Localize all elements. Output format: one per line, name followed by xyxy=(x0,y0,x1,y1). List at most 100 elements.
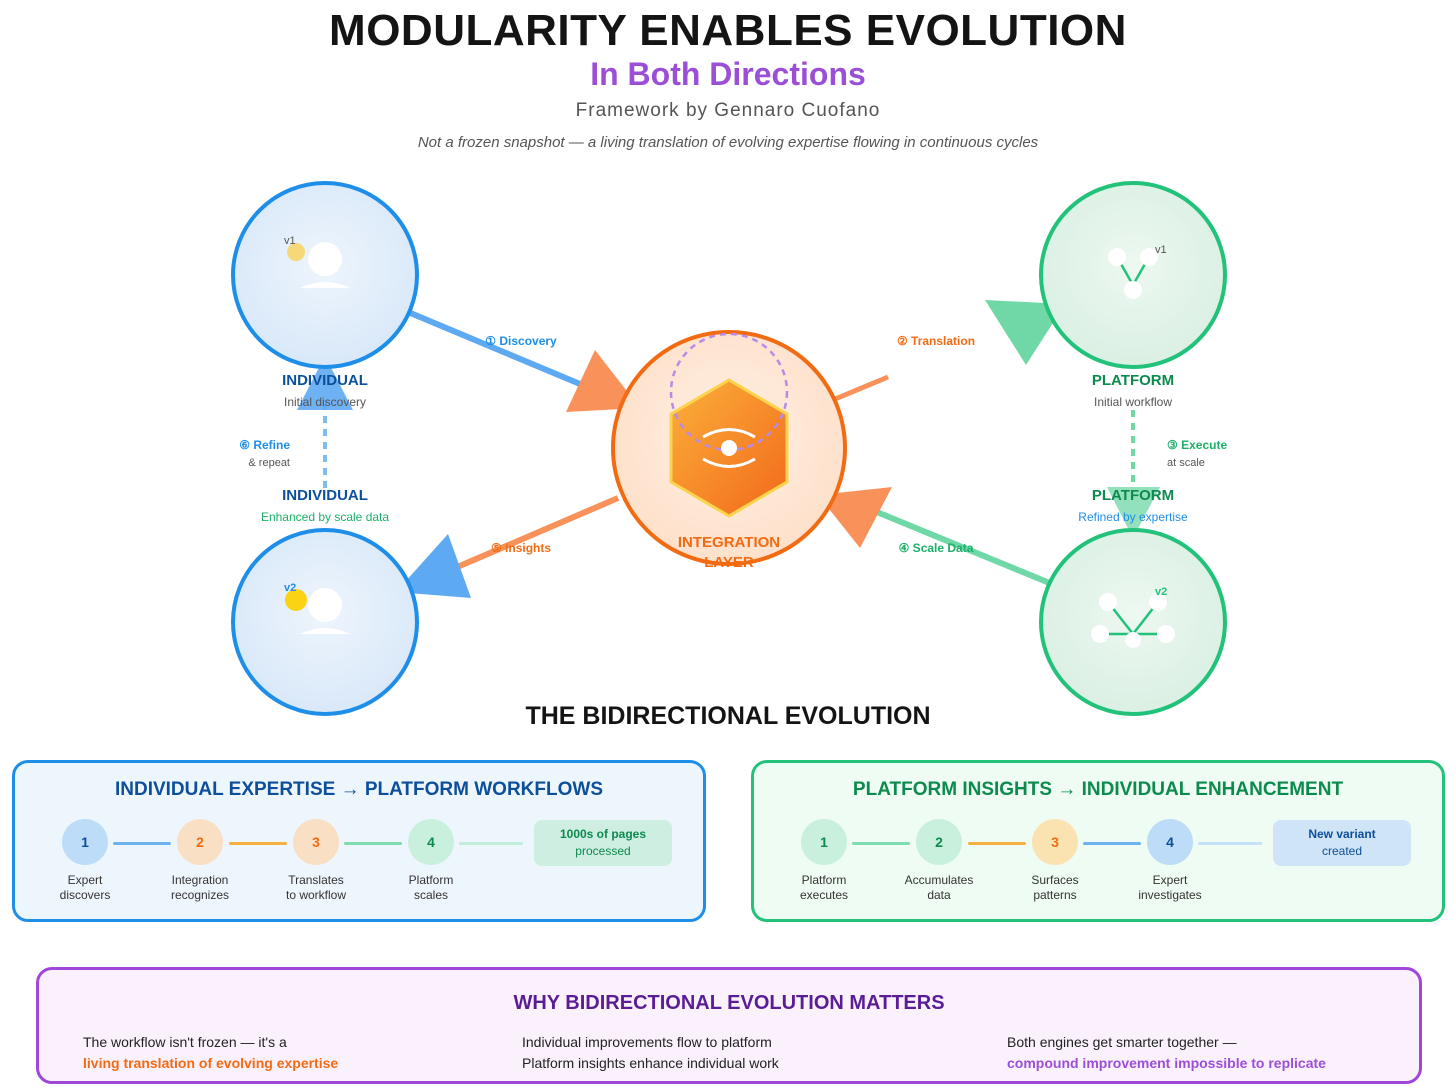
step-label-line2: discovers xyxy=(59,888,111,902)
individual-v1-node: v1 xyxy=(231,181,419,369)
step-number: 2 xyxy=(916,819,962,865)
version-dot-v1 xyxy=(287,243,305,261)
individual-v2-subtitle: Enhanced by scale data xyxy=(261,510,389,524)
step-connector xyxy=(229,842,287,845)
step-number: 4 xyxy=(408,819,454,865)
individual-v1-title: INDIVIDUAL xyxy=(282,372,368,389)
flow-refine-arrow xyxy=(297,356,353,488)
flow-translation-arrow xyxy=(827,300,1065,405)
step-connector xyxy=(344,842,402,845)
flow-label-translation: ② Translation xyxy=(897,334,975,348)
flow-label-execute-sub: at scale xyxy=(1167,457,1205,469)
individual-to-platform-panel: INDIVIDUAL EXPERTISE → PLATFORM WORKFLOW… xyxy=(12,760,706,922)
step-label-line1: Translates xyxy=(288,873,344,887)
step-label-line1: Expert xyxy=(1152,873,1188,887)
why-col2-line1: Individual improvements flow to platform xyxy=(522,1034,772,1050)
panel-title: PLATFORM INSIGHTS → INDIVIDUAL ENHANCEME… xyxy=(852,779,1344,800)
step-number: 4 xyxy=(1147,819,1193,865)
author-byline: Framework by Gennaro Cuofano xyxy=(575,100,881,121)
step-number: 2 xyxy=(177,819,223,865)
why-column-1: The workflow isn't frozen — it's a livin… xyxy=(83,1032,338,1074)
flow-label-refine-sub: & repeat xyxy=(248,457,290,469)
step-label-line2: recognizes xyxy=(170,888,230,902)
person-icon xyxy=(300,588,350,634)
result-box: New variant created xyxy=(1273,820,1411,866)
flow-label-execute: ③ Execute xyxy=(1167,438,1227,452)
why-column-2: Individual improvements flow to platform… xyxy=(522,1032,779,1074)
why-col3-line1: Both engines get smarter together — xyxy=(1007,1034,1237,1050)
result-line1: 1000s of pages xyxy=(559,827,647,841)
sync-icon xyxy=(702,428,756,468)
step-label-line2: data xyxy=(927,888,951,902)
flow-label-discovery: ① Discovery xyxy=(485,334,557,348)
result-box: 1000s of pages processed xyxy=(534,820,672,866)
step-label-line2: executes xyxy=(799,888,849,902)
individual-v1-subtitle: Initial discovery xyxy=(284,395,366,409)
step-connector xyxy=(852,842,910,845)
step-number: 1 xyxy=(62,819,108,865)
individual-v1-version: v1 xyxy=(284,235,296,247)
flow-label-insights: ⑤ Insights xyxy=(491,541,551,555)
step-label-line1: Platform xyxy=(408,873,454,887)
integration-label-line2: LAYER xyxy=(704,554,754,571)
flow-label-scale-data: ④ Scale Data xyxy=(899,541,974,555)
section-heading: THE BIDIRECTIONAL EVOLUTION xyxy=(525,702,931,730)
flow-discovery-arrow xyxy=(406,309,640,412)
integration-layer-node: INTEGRATION LAYER xyxy=(611,330,847,571)
result-line1: New variant xyxy=(1308,827,1376,841)
step-label-line1: Integration xyxy=(171,873,229,887)
tagline: Not a frozen snapshot — a living transla… xyxy=(417,134,1039,151)
flow-label-refine: ⑥ Refine xyxy=(239,438,290,452)
why-col2-line2: Platform insights enhance individual wor… xyxy=(522,1055,779,1071)
platform-v1-node: v1 xyxy=(1039,181,1227,369)
platform-v2-node: v2 xyxy=(1039,528,1227,716)
platform-v1-subtitle: Initial workflow xyxy=(1094,395,1172,409)
platform-v2-subtitle: Refined by expertise xyxy=(1078,510,1188,524)
step-label-line2: patterns xyxy=(1033,888,1077,902)
platform-v2-version: v2 xyxy=(1155,586,1167,598)
result-line2: processed xyxy=(575,844,631,858)
integration-label-line1: INTEGRATION xyxy=(678,534,780,551)
platform-to-individual-panel: PLATFORM INSIGHTS → INDIVIDUAL ENHANCEME… xyxy=(751,760,1445,922)
step-label-line2: to workflow xyxy=(285,888,347,902)
flow-scale-data-arrow xyxy=(818,487,1054,587)
why-title: WHY BIDIRECTIONAL EVOLUTION MATTERS xyxy=(513,992,945,1014)
step-connector xyxy=(1198,842,1262,845)
page-subtitle: In Both Directions xyxy=(590,56,866,92)
step-connector xyxy=(459,842,523,845)
step-label-line1: Accumulates xyxy=(904,873,974,887)
panel-title: INDIVIDUAL EXPERTISE → PLATFORM WORKFLOW… xyxy=(114,779,604,800)
why-bidirectional-panel: WHY BIDIRECTIONAL EVOLUTION MATTERS The … xyxy=(36,967,1422,1084)
individual-v2-version: v2 xyxy=(284,582,296,594)
why-col1-highlight: living translation of evolving expertise xyxy=(83,1055,339,1071)
result-line2: created xyxy=(1321,844,1362,858)
individual-v2-title: INDIVIDUAL xyxy=(282,487,368,504)
why-col1-line1: The workflow isn't frozen — it's a xyxy=(83,1034,287,1050)
platform-v2-title: PLATFORM xyxy=(1092,487,1174,504)
page-title: MODULARITY ENABLES EVOLUTION xyxy=(329,6,1127,55)
step-connector xyxy=(1083,842,1141,845)
individual-v2-node: v2 xyxy=(231,528,419,716)
step-label-line1: Expert xyxy=(67,873,103,887)
flow-insights-arrow xyxy=(396,495,620,598)
platform-v1-title: PLATFORM xyxy=(1092,372,1174,389)
workflow-expanded-icon xyxy=(1091,593,1175,648)
step-label-line2: scales xyxy=(413,888,448,902)
step-connector xyxy=(968,842,1026,845)
step-number: 3 xyxy=(1032,819,1078,865)
step-connector xyxy=(113,842,171,845)
step-number: 3 xyxy=(293,819,339,865)
why-column-3: Both engines get smarter together — comp… xyxy=(1007,1032,1326,1074)
platform-v1-version: v1 xyxy=(1155,244,1167,256)
workflow-icon xyxy=(1108,248,1158,299)
step-label-line1: Surfaces xyxy=(1031,873,1079,887)
